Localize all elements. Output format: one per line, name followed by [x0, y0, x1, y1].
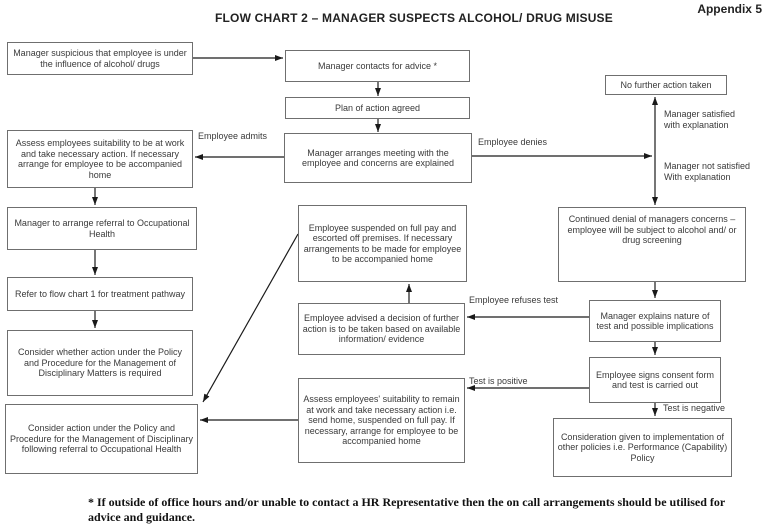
node-contacts-advice: Manager contacts for advice * [285, 50, 470, 82]
page-title: FLOW CHART 2 – MANAGER SUSPECTS ALCOHOL/… [215, 11, 613, 25]
node-signs-consent: Employee signs consent form and test is … [589, 357, 721, 403]
edge-label-test-positive: Test is positive [469, 376, 528, 386]
node-continued-denial: Continued denial of managers concerns – … [558, 207, 746, 282]
node-plan-agreed: Plan of action agreed [285, 97, 470, 119]
node-assess-remain: Assess employees' suitability to remain … [298, 378, 465, 463]
node-consider-whether: Consider whether action under the Policy… [7, 330, 193, 396]
edge-label-manager-satisfied: Manager satisfied with explanation [664, 109, 736, 130]
node-arranges-meeting: Manager arranges meeting with the employ… [284, 133, 472, 183]
node-consider-action: Consider action under the Policy and Pro… [5, 404, 198, 474]
node-no-further-action: No further action taken [605, 75, 727, 95]
edge-label-employee-admits: Employee admits [198, 131, 268, 141]
node-advised-decision: Employee advised a decision of further a… [298, 303, 465, 355]
node-explains-test: Manager explains nature of test and poss… [589, 300, 721, 342]
footnote: * If outside of office hours and/or unab… [88, 495, 725, 524]
node-consideration-policies: Consideration given to implementation of… [553, 418, 732, 477]
edge-label-manager-not-satisfied: Manager not satisfied With explanation [664, 161, 751, 182]
edge-label-employee-denies: Employee denies [478, 137, 548, 147]
node-manager-suspicious: Manager suspicious that employee is unde… [7, 42, 193, 75]
edge-suspended-to-consider-action [202, 233, 299, 403]
edge-label-employee-refuses-test: Employee refuses test [469, 295, 559, 305]
node-suspended-full-pay: Employee suspended on full pay and escor… [298, 205, 467, 282]
node-refer-flowchart1: Refer to flow chart 1 for treatment path… [7, 277, 193, 311]
appendix-label: Appendix 5 [697, 2, 762, 16]
node-assess-suitability: Assess employees suitability to be at wo… [7, 130, 193, 188]
edge-label-test-negative: Test is negative [663, 403, 726, 413]
node-referral-oh: Manager to arrange referral to Occupatio… [7, 207, 197, 250]
